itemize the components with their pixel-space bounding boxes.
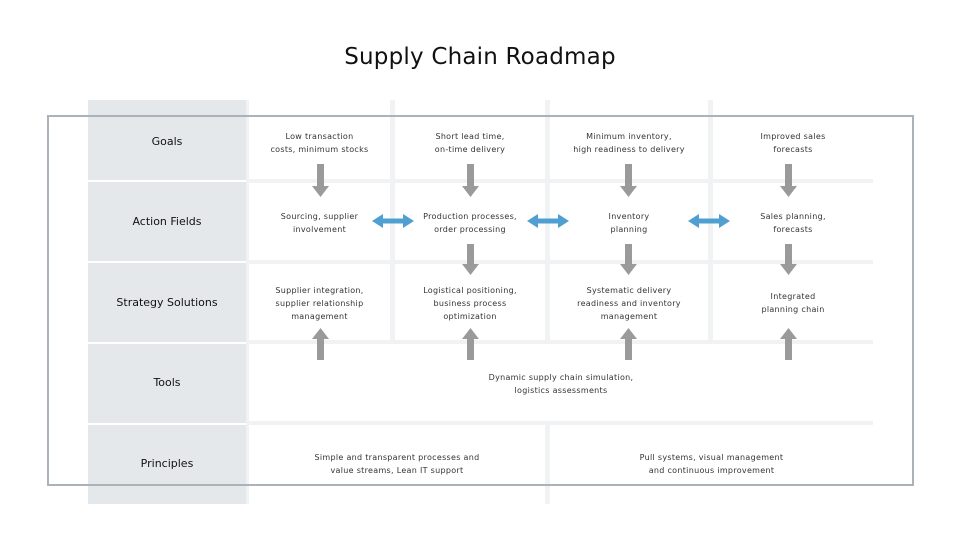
bidirectional-arrow-icon: [527, 214, 569, 228]
row-label-action-fields: Action Fields: [132, 215, 202, 228]
row-label-goals: Goals: [151, 135, 183, 148]
roadmap-frame: [47, 115, 914, 486]
down-arrow-icon: [780, 164, 797, 197]
strategy-solution-cell: Supplier integration,supplier relationsh…: [275, 286, 364, 321]
up-arrow-icon: [620, 328, 637, 360]
goal-cell: Short lead time,on-time delivery: [434, 132, 506, 154]
bidirectional-arrow-icon: [372, 214, 414, 228]
tools-cell: Dynamic supply chain simulation,logistic…: [488, 373, 634, 395]
up-arrow-icon: [462, 328, 479, 360]
up-arrow-icon: [780, 328, 797, 360]
up-arrow-icon: [312, 328, 329, 360]
goal-cell: Minimum inventory,high readiness to deli…: [573, 132, 685, 154]
down-arrow-icon: [780, 244, 797, 275]
action-field-cell: Production processes,order processing: [423, 212, 517, 234]
row-label-column: [88, 100, 246, 504]
action-field-cell: Sales planning,forecasts: [760, 212, 826, 234]
down-arrow-icon: [462, 164, 479, 197]
row-label-strategy-solutions: Strategy Solutions: [116, 296, 218, 309]
row-label-principles: Principles: [140, 457, 194, 470]
down-arrow-icon: [312, 164, 329, 197]
down-arrow-icon: [462, 244, 479, 275]
page-title: Supply Chain Roadmap: [344, 44, 616, 70]
down-arrow-icon: [620, 164, 637, 197]
row-label-tools: Tools: [153, 376, 181, 389]
down-arrow-icon: [620, 244, 637, 275]
roadmap-grid: [246, 100, 873, 504]
bidirectional-arrow-icon: [688, 214, 730, 228]
